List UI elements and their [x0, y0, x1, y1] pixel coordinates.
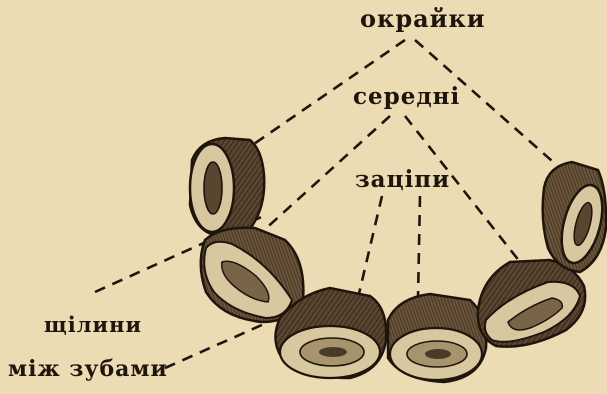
leader-central-left	[358, 196, 382, 298]
label-gaps-line2: між зубами	[8, 356, 168, 382]
label-middle: середні	[353, 83, 460, 110]
label-gaps-line1: щілини	[44, 312, 142, 337]
leader-central-right	[418, 196, 420, 298]
label-outer: окрайки	[360, 4, 486, 33]
label-central: заціпи	[355, 166, 450, 193]
tooth-outer-right	[543, 162, 607, 272]
tooth-middle-right	[478, 260, 585, 347]
tooth-central-right	[388, 294, 486, 382]
tooth-outer-left	[190, 138, 264, 236]
